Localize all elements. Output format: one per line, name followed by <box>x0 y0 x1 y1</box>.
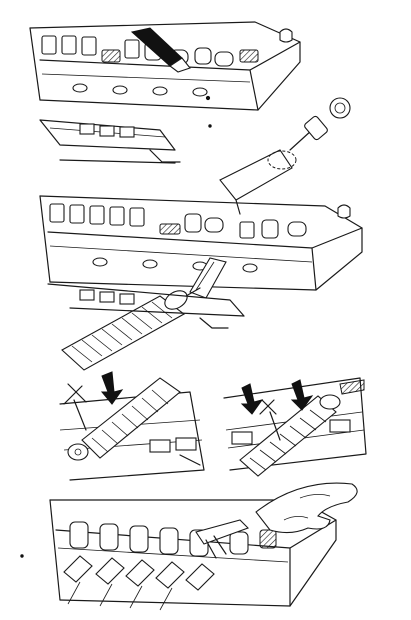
stray-mark <box>20 554 24 558</box>
grip-tool-3a <box>63 383 87 431</box>
rail-slots-2 <box>92 257 258 273</box>
grip-tool-3b <box>259 399 281 441</box>
terminal-blocks-4 <box>69 521 277 557</box>
ribbed-cylinder-3a <box>67 377 181 461</box>
down-arrow-3b-right <box>290 379 314 411</box>
carrier-rail-2 <box>47 283 245 329</box>
rail-slots-1 <box>72 83 208 97</box>
base-rail-3a <box>59 419 203 466</box>
hand <box>255 482 358 534</box>
panel-step-4 <box>49 482 358 611</box>
cylinders-row-4 <box>63 555 215 611</box>
marker-tool <box>130 27 191 73</box>
down-arrow-3b-left <box>240 383 264 415</box>
pliers-tool <box>195 519 249 559</box>
terminal-blocks-2 <box>49 203 307 239</box>
panel-step-1 <box>29 21 301 128</box>
panel-step-2 <box>39 195 363 299</box>
fuse-ribs <box>71 301 173 363</box>
ribbed-cylinder-3b <box>239 394 341 477</box>
terminal-blocks-1 <box>41 35 259 67</box>
down-arrow-3a <box>100 371 124 405</box>
panel-step-3b <box>223 377 367 477</box>
fuse-cartridge <box>219 97 351 215</box>
panel-step-3a <box>59 371 205 481</box>
carrier-rail-1 <box>39 119 181 164</box>
